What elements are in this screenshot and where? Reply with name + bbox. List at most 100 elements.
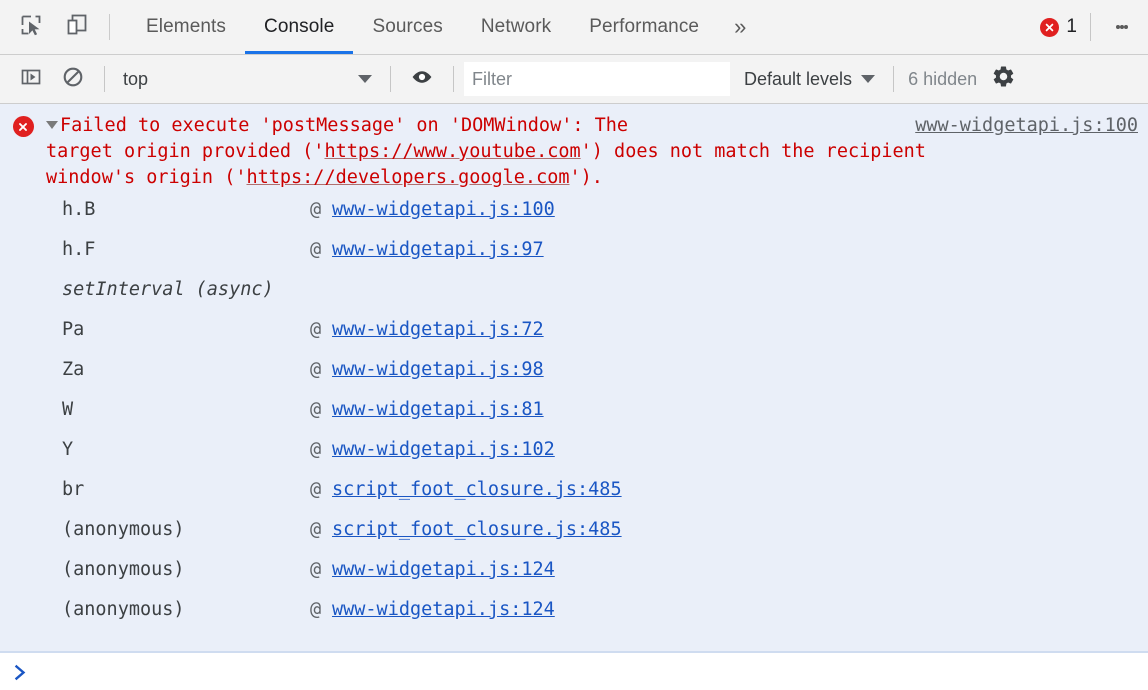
stack-frame-function: Za [62,359,85,380]
stack-frame-async-boundary: setInterval (async) [0,279,1148,319]
clear-console-button[interactable] [52,60,94,98]
console-prompt[interactable] [0,653,1148,690]
stack-frame-at: @ [310,199,322,220]
error-source-link[interactable]: www-widgetapi.js:100 [915,115,1138,136]
stack-frame: h.F @ www-widgetapi.js:97 [0,239,1148,279]
stack-frame-link[interactable]: www-widgetapi.js:98 [332,359,544,380]
stack-frame-link[interactable]: www-widgetapi.js:97 [332,239,544,260]
live-expression-eye-icon [409,64,435,95]
tabbar-divider-2 [1090,13,1091,41]
stack-frame-at: @ [310,319,322,340]
stack-frame-link[interactable]: www-widgetapi.js:124 [332,599,555,620]
kebab-dot [1124,25,1128,29]
stack-frame-at: @ [310,239,322,260]
error-message-text: Failed to execute 'postMessage' on 'DOMW… [46,113,1136,191]
stack-frame-link[interactable]: www-widgetapi.js:100 [332,199,555,220]
stack-frame: br @ script_foot_closure.js:485 [0,479,1148,519]
stack-frame-at: @ [310,439,322,460]
error-line-3-pre: window's origin (' [46,167,247,188]
stack-frame-function: Pa [62,319,85,340]
stack-frame-at: @ [310,519,322,540]
stack-frame-function: h.F [62,239,96,260]
stack-frame-function: (anonymous) [62,559,185,580]
console-error-row[interactable]: Failed to execute 'postMessage' on 'DOMW… [0,104,1148,195]
error-line-1: Failed to execute 'postMessage' on 'DOMW… [60,115,629,136]
tab-console[interactable]: Console [245,0,354,54]
tabbar-spacer [762,0,1040,54]
error-origin-url-provided[interactable]: https://www.youtube.com [324,141,581,162]
tab-performance-label: Performance [589,16,700,37]
filterbar-divider-1 [104,66,105,92]
tab-sources-label: Sources [372,16,443,37]
hidden-messages-count[interactable]: 6 hidden [908,68,978,89]
filterbar-divider-2 [390,66,391,92]
tab-elements-label: Elements [146,16,227,37]
kebab-dot [1120,25,1124,29]
tab-network-label: Network [480,16,552,37]
error-icon-cell [0,113,46,191]
execution-context-value: top [123,68,149,89]
filter-input[interactable] [464,62,730,96]
error-count-value: 1 [1066,16,1077,37]
console-sidebar-icon [19,65,43,94]
kebab-menu-icon[interactable] [1102,0,1142,54]
chevron-down-icon [358,75,372,83]
kebab-dot [1116,25,1120,29]
console-settings-button[interactable] [991,64,1016,94]
error-line-2-pre: target origin provided (' [46,141,325,162]
error-circle-icon [12,116,34,137]
clear-console-icon [61,65,85,94]
log-levels-value: Default levels [744,68,853,89]
stack-frame-function: (anonymous) [62,519,185,540]
stack-frame-at: @ [310,599,322,620]
panel-tabs: Elements Console Sources Network Perform… [127,0,762,54]
stack-frame-link[interactable]: www-widgetapi.js:81 [332,399,544,420]
tab-performance[interactable]: Performance [570,0,718,54]
stack-trace: h.B @ www-widgetapi.js:100 h.F @ www-wid… [0,195,1148,649]
device-toolbar-button[interactable] [54,0,100,54]
stack-frame-function: setInterval (async) [62,279,274,300]
stack-frame: Za @ www-widgetapi.js:98 [0,359,1148,399]
execution-context-selector[interactable]: top [115,64,380,94]
stack-frame: Y @ www-widgetapi.js:102 [0,439,1148,479]
stack-frame: W @ www-widgetapi.js:81 [0,399,1148,439]
stack-frame: h.B @ www-widgetapi.js:100 [0,199,1148,239]
stack-frame-link[interactable]: script_foot_closure.js:485 [332,479,622,500]
console-error-group: Failed to execute 'postMessage' on 'DOMW… [0,104,1148,653]
tab-elements[interactable]: Elements [127,0,245,54]
live-expression-button[interactable] [401,60,443,98]
error-count-badge[interactable]: 1 [1040,0,1081,54]
log-levels-selector[interactable]: Default levels [744,68,876,90]
stack-frame-link[interactable]: www-widgetapi.js:72 [332,319,544,340]
stack-frame: (anonymous) @ www-widgetapi.js:124 [0,559,1148,599]
stack-frame-at: @ [310,359,322,380]
stack-frame-at: @ [310,399,322,420]
device-toolbar-icon [64,12,90,43]
toolbar-divider [109,14,110,40]
stack-frame: Pa @ www-widgetapi.js:72 [0,319,1148,359]
console-sidebar-button[interactable] [10,60,52,98]
stack-frame-link[interactable]: www-widgetapi.js:124 [332,559,555,580]
prompt-chevron-icon [14,664,27,685]
more-tabs-button[interactable]: » [718,0,762,54]
tab-sources[interactable]: Sources [353,0,461,54]
error-line-3-post: '). [569,167,603,188]
stack-frame: (anonymous) @ script_foot_closure.js:485 [0,519,1148,559]
stack-frame-function: br [62,479,85,500]
error-origin-url-recipient[interactable]: https://developers.google.com [246,167,570,188]
stack-frame-function: h.B [62,199,96,220]
stack-frame: (anonymous) @ www-widgetapi.js:124 [0,599,1148,639]
inspect-element-button[interactable] [8,0,54,54]
stack-frame-at: @ [310,479,322,500]
stack-frame-link[interactable]: www-widgetapi.js:102 [332,439,555,460]
stack-frame-at: @ [310,559,322,580]
expand-triangle-icon[interactable] [46,120,58,129]
console-message-list: Failed to execute 'postMessage' on 'DOMW… [0,104,1148,690]
stack-frame-function: Y [62,439,74,460]
stack-frame-link[interactable]: script_foot_closure.js:485 [332,519,622,540]
tab-console-label: Console [264,16,335,37]
tab-network[interactable]: Network [462,0,570,54]
gear-icon [991,64,1016,94]
console-prompt-input[interactable] [37,663,1148,685]
